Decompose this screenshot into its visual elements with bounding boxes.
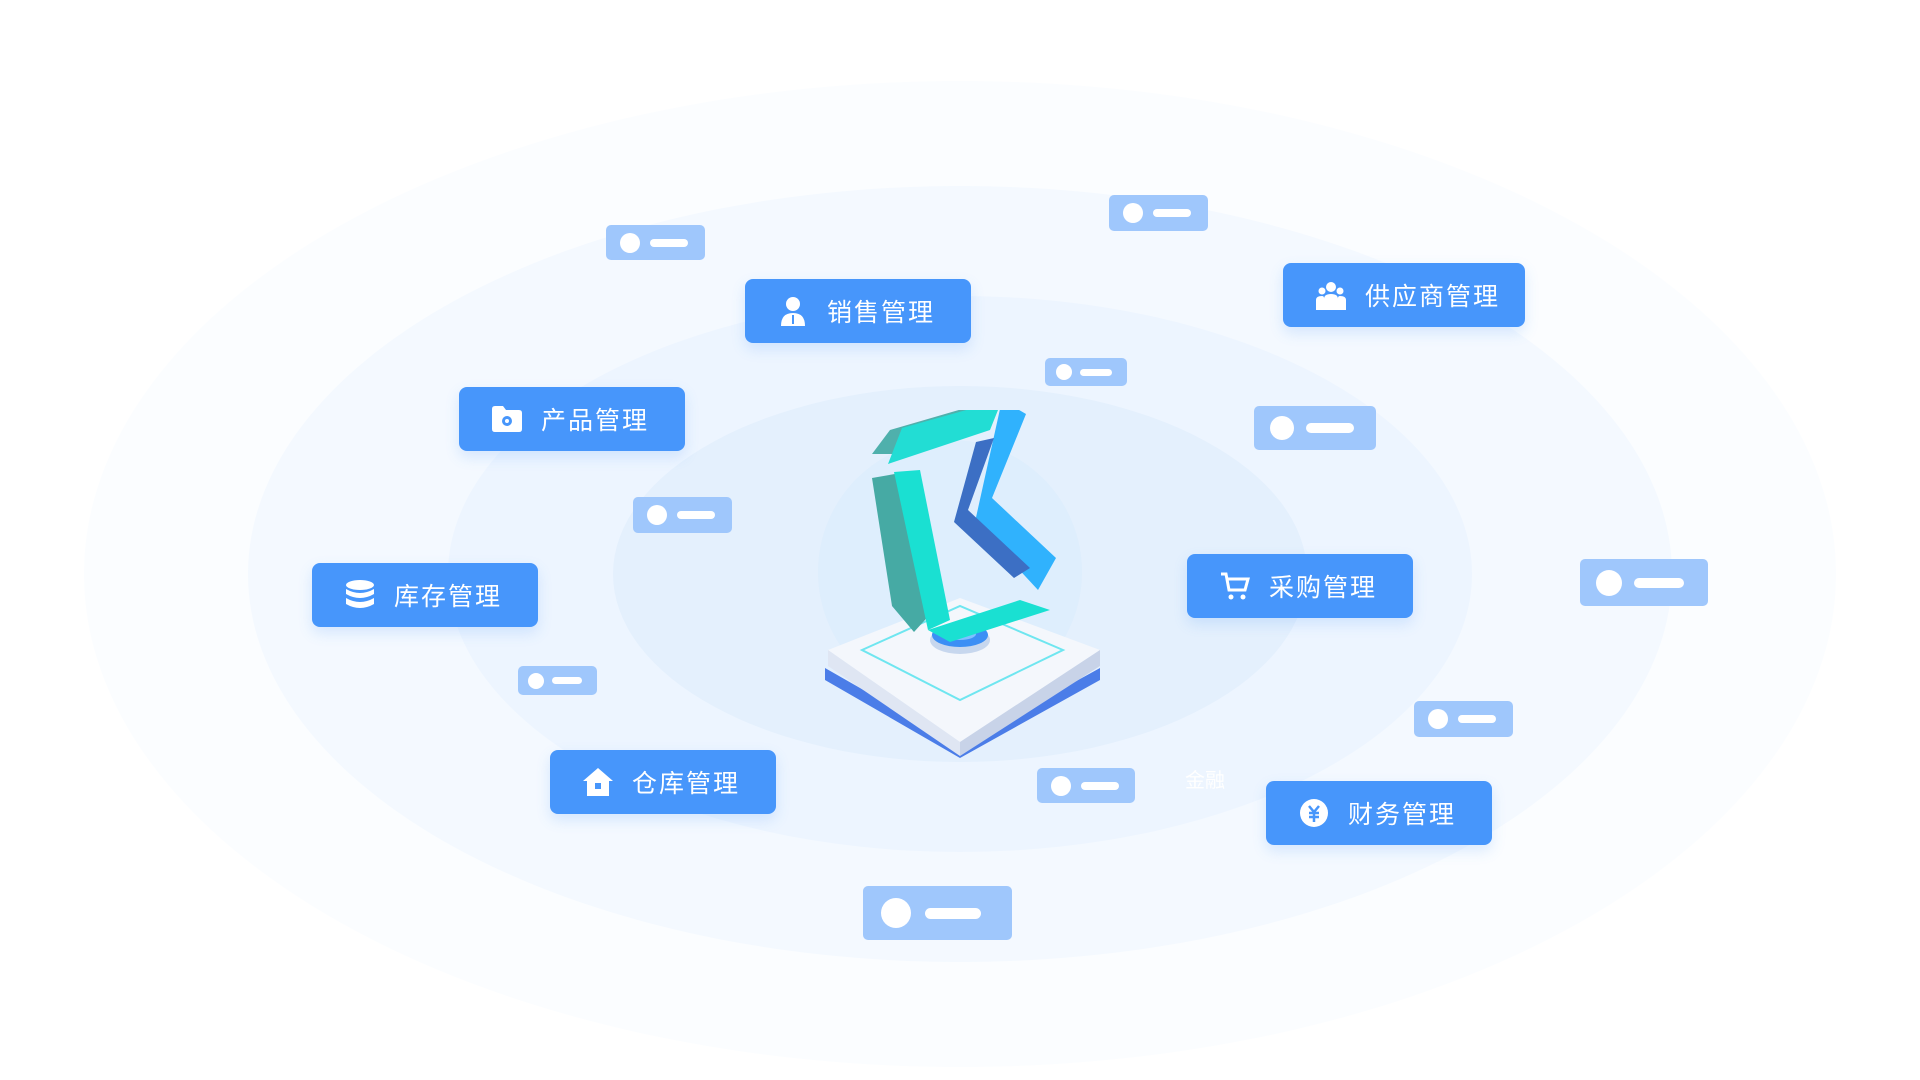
placeholder-pill — [606, 225, 705, 260]
module-purchase-management[interactable]: 采购管理 — [1187, 554, 1413, 618]
central-logo-platform — [825, 410, 1100, 758]
module-supplier-management[interactable]: 供应商管理 — [1283, 263, 1525, 327]
placeholder-pill — [1045, 358, 1127, 386]
module-finance-management[interactable]: 财务管理 — [1266, 781, 1492, 845]
placeholder-pill — [1414, 701, 1513, 737]
people-icon — [1315, 279, 1347, 311]
placeholder-pill — [1037, 768, 1135, 803]
module-inventory-management[interactable]: 库存管理 — [312, 563, 538, 627]
placeholder-pill — [1580, 559, 1708, 606]
cart-icon — [1219, 570, 1251, 602]
module-label: 采购管理 — [1269, 573, 1378, 602]
module-label: 供应商管理 — [1365, 282, 1501, 311]
user-icon — [777, 295, 809, 327]
module-product-management[interactable]: 产品管理 — [459, 387, 685, 451]
database-icon — [344, 579, 376, 611]
yen-icon — [1298, 797, 1330, 829]
placeholder-pill — [633, 497, 732, 533]
module-warehouse-management[interactable]: 仓库管理 — [550, 750, 776, 814]
placeholder-pill — [1254, 406, 1376, 450]
module-label: 仓库管理 — [632, 769, 741, 798]
module-label: 产品管理 — [541, 406, 650, 435]
placeholder-pill — [1109, 195, 1208, 231]
logo-mark — [872, 410, 1056, 642]
module-label: 财务管理 — [1348, 800, 1457, 829]
module-label: 库存管理 — [394, 582, 503, 611]
placeholder-pill — [518, 666, 597, 695]
finance-faint-label: 金融 — [1185, 768, 1225, 792]
house-icon — [582, 766, 614, 798]
folder-gear-icon — [491, 403, 523, 435]
placeholder-pill — [863, 886, 1012, 940]
module-label: 销售管理 — [827, 298, 936, 327]
module-sales-management[interactable]: 销售管理 — [745, 279, 971, 343]
